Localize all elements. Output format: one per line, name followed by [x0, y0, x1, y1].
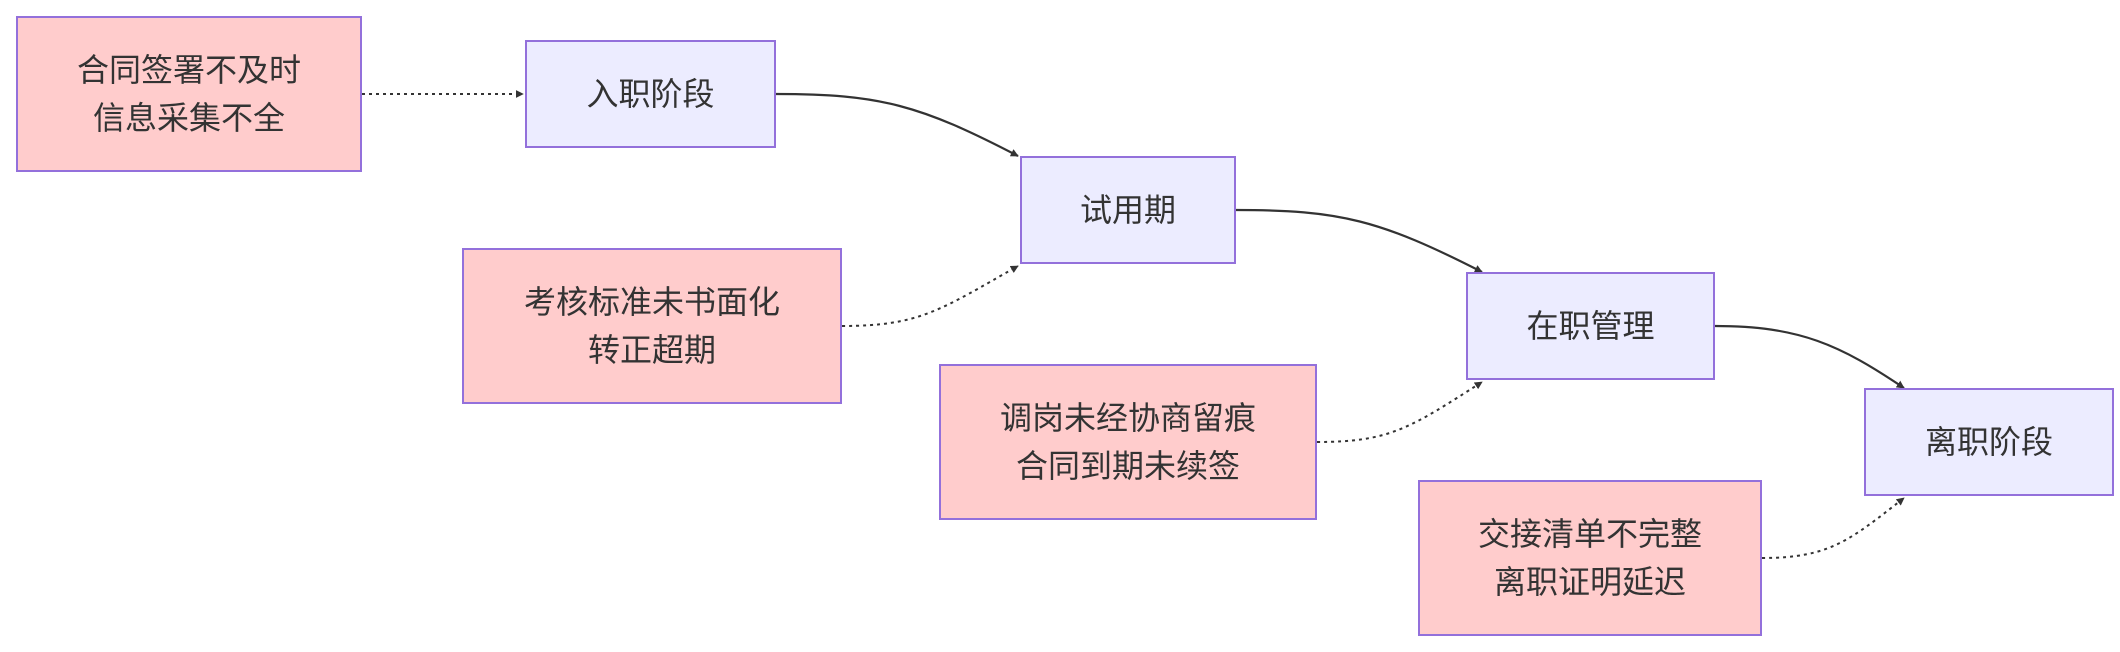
node-risk-offboarding-line2: 离职证明延迟	[1493, 563, 1686, 601]
node-stage-offboarding-label: 离职阶段	[1924, 423, 2053, 461]
edge-risk2-stage2	[841, 265, 1019, 327]
edge-risk4-stage4	[1761, 497, 1905, 559]
edge-risk3-stage3	[1316, 381, 1483, 443]
node-risk-onboarding-line1: 合同签署不及时	[76, 51, 301, 89]
edge-stage2-stage3	[1235, 208, 1483, 273]
node-stage-onboarding-label: 入职阶段	[586, 75, 715, 113]
node-risk-employment: 调岗未经协商留痕 合同到期未续签	[939, 364, 1317, 520]
node-stage-probation-label: 试用期	[1079, 191, 1176, 229]
node-risk-probation: 考核标准未书面化 转正超期	[462, 248, 842, 404]
node-stage-probation: 试用期	[1020, 156, 1236, 264]
node-risk-offboarding: 交接清单不完整 离职证明延迟	[1418, 480, 1762, 636]
node-stage-employment: 在职管理	[1466, 272, 1715, 380]
node-stage-onboarding: 入职阶段	[525, 40, 776, 148]
edge-stage3-stage4	[1714, 324, 1905, 389]
node-risk-onboarding: 合同签署不及时 信息采集不全	[16, 16, 362, 172]
node-risk-onboarding-line2: 信息采集不全	[92, 99, 285, 137]
node-risk-probation-line1: 考核标准未书面化	[523, 283, 780, 321]
node-risk-employment-line1: 调岗未经协商留痕	[999, 399, 1256, 437]
node-risk-employment-line2: 合同到期未续签	[1015, 447, 1240, 485]
node-risk-probation-line2: 转正超期	[587, 331, 716, 369]
node-stage-employment-label: 在职管理	[1526, 307, 1655, 345]
edge-stage1-stage2	[775, 92, 1019, 157]
node-stage-offboarding: 离职阶段	[1864, 388, 2114, 496]
node-risk-offboarding-line1: 交接清单不完整	[1477, 515, 1702, 553]
